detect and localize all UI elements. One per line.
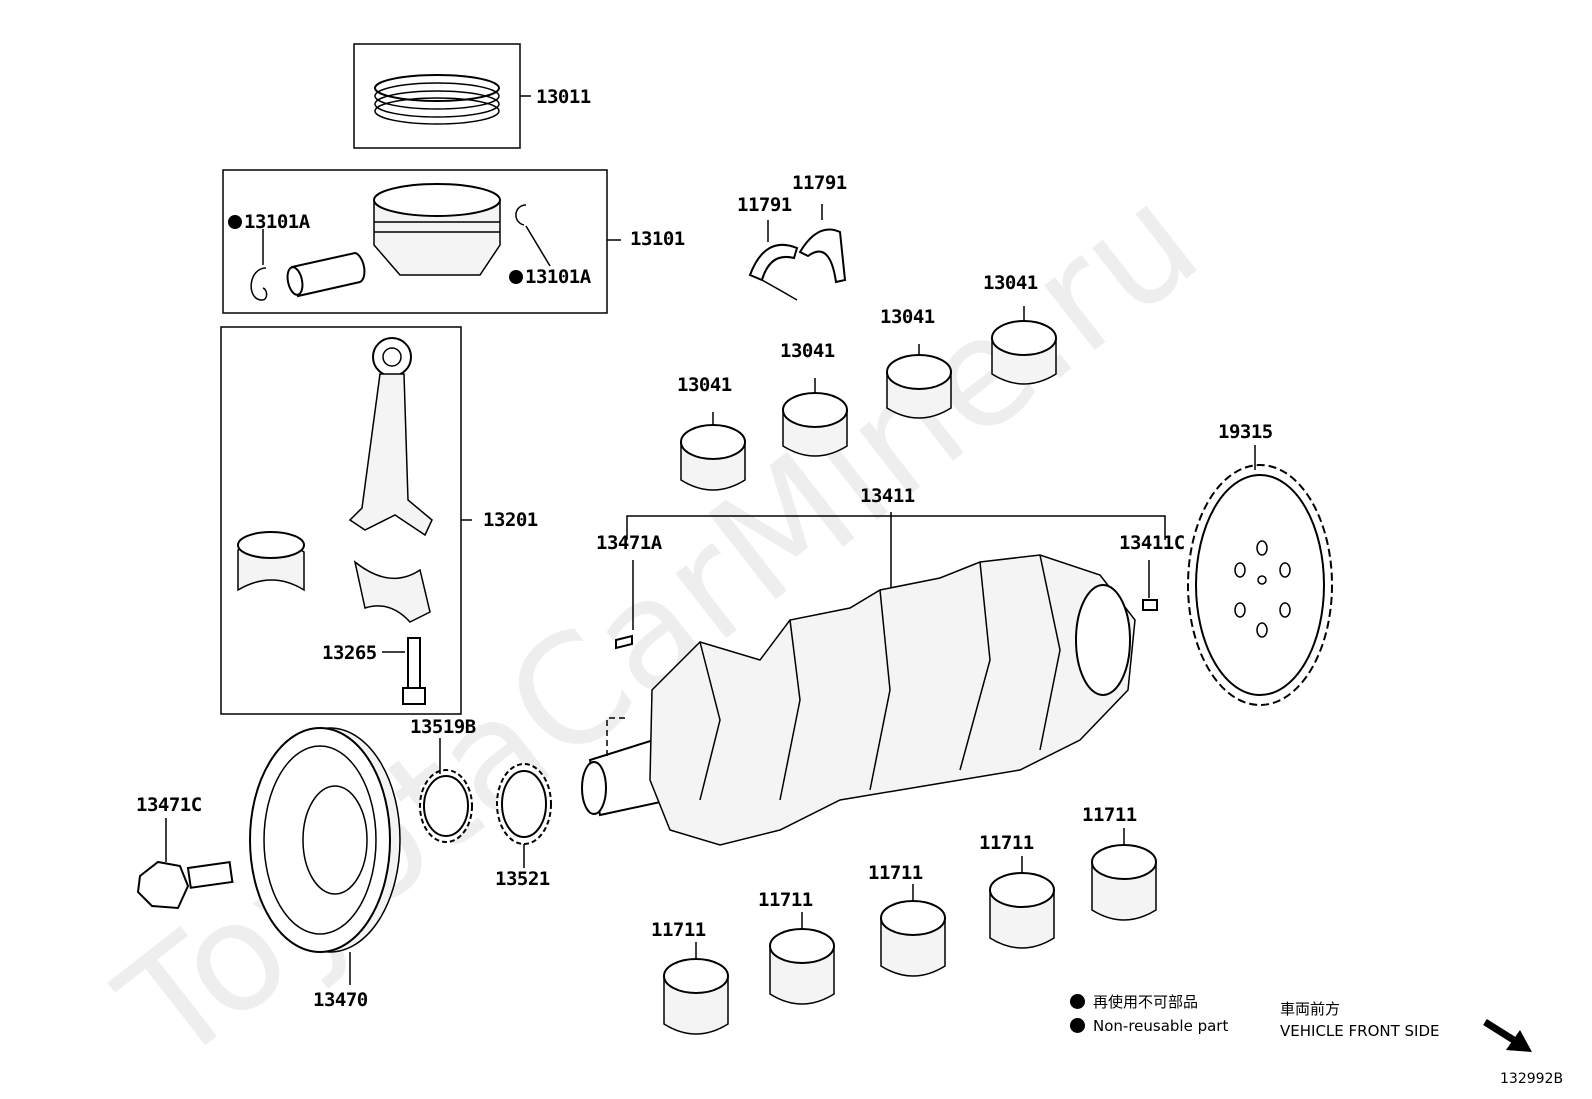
part-label-13041-1: 13041 [677,374,732,396]
drawing-code: 132992B [1500,1071,1564,1087]
main-bearing-2-icon [769,928,835,1005]
timing-rotor-icon [1187,464,1333,706]
part-label-13201: 13201 [483,509,538,531]
legend-en: Non-reusable part [1070,1017,1228,1035]
crank-pulley-icon [249,727,401,953]
part-label-13101a-right: 13101A [509,268,591,287]
part-label-13041-3: 13041 [880,306,935,328]
main-bearing-3-icon [880,900,946,977]
piston-pin-icon [286,251,366,298]
part-label-13041-4: 13041 [983,272,1038,294]
crankshaft-key-icon [615,634,633,650]
pulley-bolt-icon [136,860,234,910]
non-reusable-dot-icon [1070,994,1085,1009]
part-label-13265: 13265 [322,642,377,664]
part-label-11791-right: 11791 [792,172,847,194]
part-label-13011: 13011 [536,86,591,108]
part-label-19315: 19315 [1218,421,1273,443]
legend-jp: 再使用不可部品 [1070,991,1198,1012]
part-label-11711-2: 11711 [758,889,813,911]
rod-bearing-2-icon [782,392,848,457]
front-label-jp: 車両前方 [1280,1000,1341,1018]
part-label-13471c: 13471C [136,794,202,816]
thrust-washer-left-icon [748,243,799,282]
non-reusable-dot-icon [1070,1018,1085,1033]
thrust-washer-right-icon [798,228,847,284]
part-label-13411c: 13411C [1119,532,1185,554]
crankshaft-icon [581,554,1136,846]
main-bearing-1-icon [663,958,729,1035]
non-reusable-dot-icon [228,215,242,229]
non-reusable-dot-icon [509,270,523,284]
part-label-13101: 13101 [630,228,685,250]
crank-spacer-icon [419,769,473,843]
part-label-13101a-left: 13101A [228,213,310,232]
main-bearing-5-icon [1091,844,1157,921]
rod-bearing-icon [237,531,305,592]
snap-ring-left-icon [250,267,268,301]
part-label-13470: 13470 [313,989,368,1011]
part-label-13411: 13411 [860,485,915,507]
piston-icon [373,183,501,276]
part-label-13041-2: 13041 [780,340,835,362]
part-label-11711-1: 11711 [651,919,706,941]
part-label-11711-5: 11711 [1082,804,1137,826]
part-label-13471a: 13471A [596,532,662,554]
piston-assembly-box [222,169,608,314]
part-label-11711-3: 11711 [868,862,923,884]
main-bearing-4-icon [989,872,1055,949]
crank-sprocket-icon [496,763,552,845]
rod-bearing-4-icon [991,320,1057,385]
part-label-11791-left: 11791 [737,194,792,216]
front-label-en: VEHICLE FRONT SIDE [1280,1022,1440,1040]
piston-ring-set-icon [374,74,500,125]
connecting-rod-icon [348,337,433,623]
rod-bearing-3-icon [886,354,952,419]
crankshaft-pin-icon [1142,599,1158,611]
arrow-down-right-icon [1483,1019,1532,1052]
rod-bearing-1-icon [680,424,746,491]
part-label-11711-4: 11711 [979,832,1034,854]
rod-bolt-icon [402,637,426,705]
snap-ring-right-icon [515,204,527,226]
part-label-13519b: 13519B [410,716,476,738]
part-label-13521: 13521 [495,868,550,890]
